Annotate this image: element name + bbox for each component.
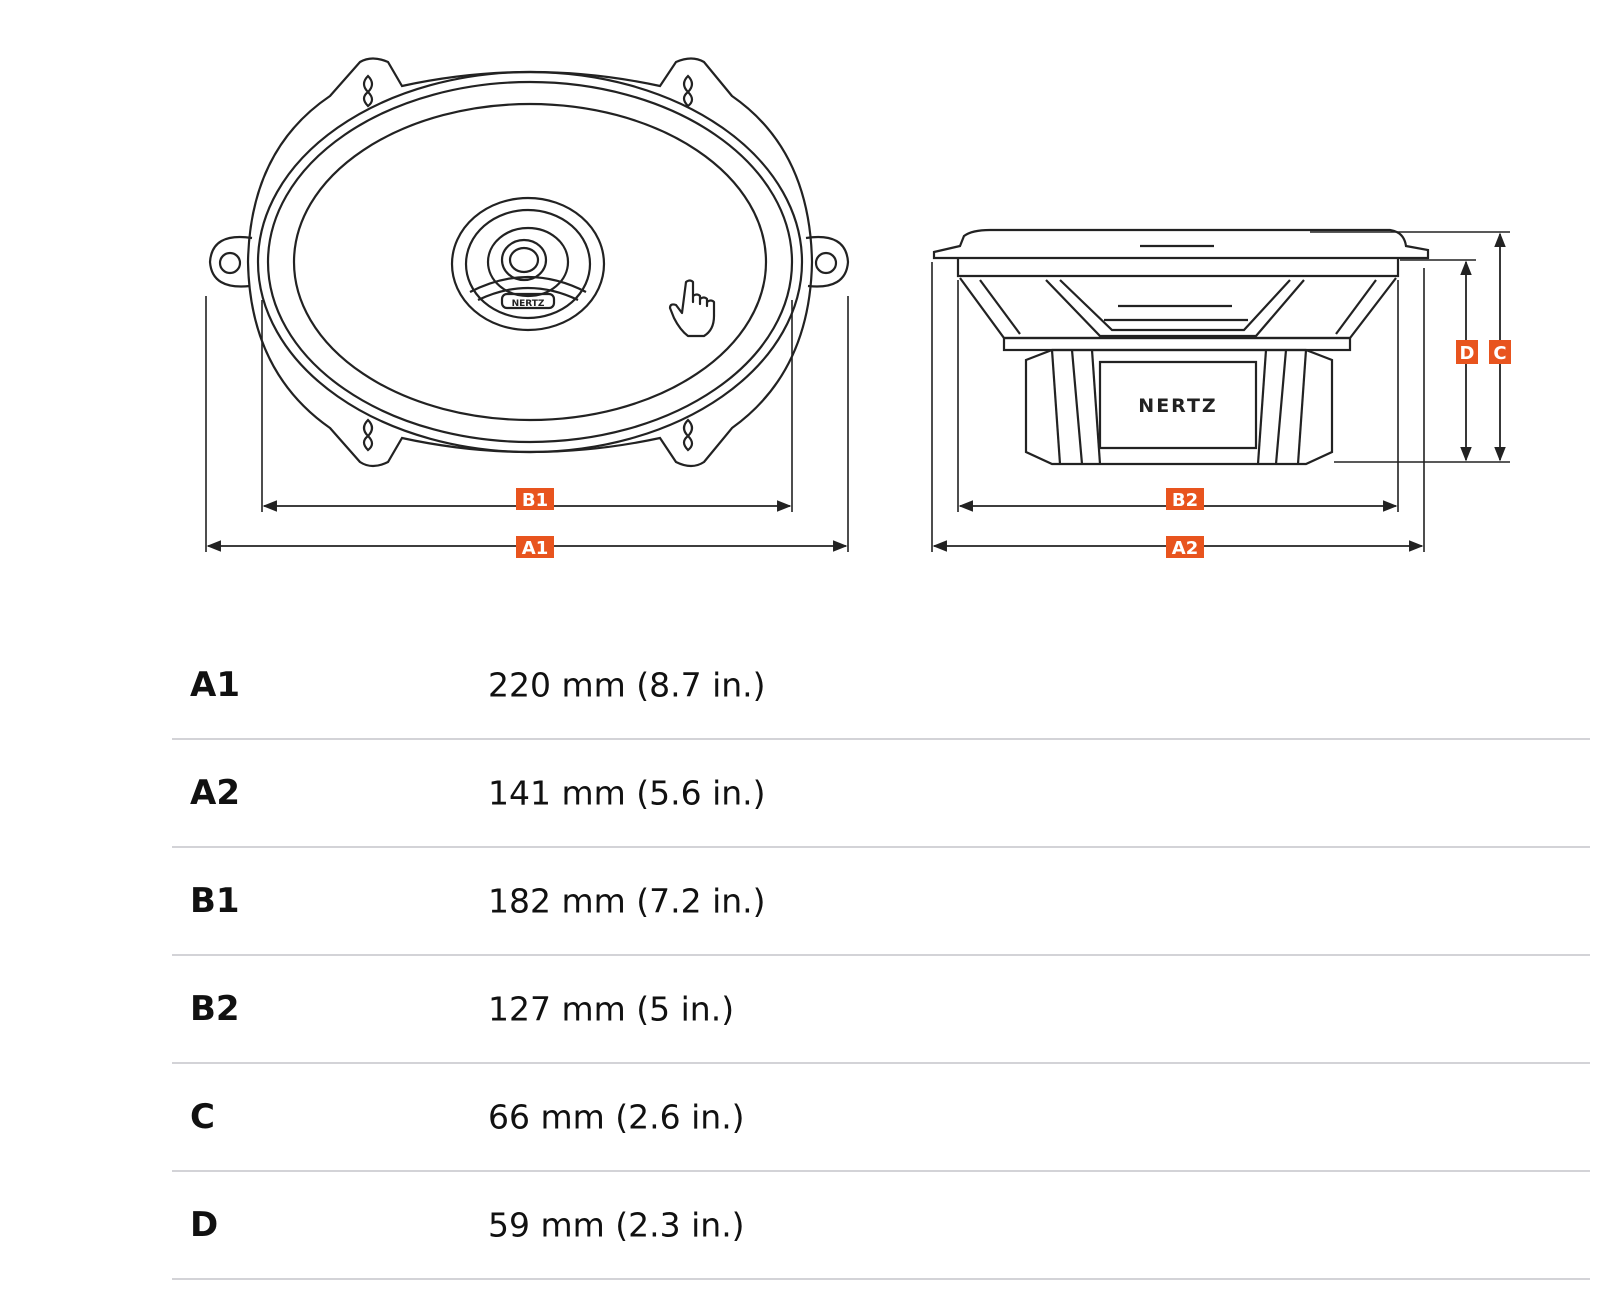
svg-text:A1: A1 xyxy=(522,538,548,559)
label-b1: B1 xyxy=(516,488,554,511)
front-view xyxy=(205,57,850,552)
svg-text:D: D xyxy=(1460,343,1475,364)
dimension-value: 141 mm (5.6 in.) xyxy=(488,773,766,813)
speaker-dimension-drawing: NERTZ B1 A1 xyxy=(205,57,1511,559)
label-b2: B2 xyxy=(1166,488,1204,511)
table-row: D 59 mm (2.3 in.) xyxy=(172,1172,1590,1280)
dimension-value: 127 mm (5 in.) xyxy=(488,989,735,1029)
hand-cursor-icon xyxy=(668,279,716,338)
svg-text:A2: A2 xyxy=(1172,538,1198,559)
dimension-key: A1 xyxy=(190,665,240,705)
dimension-value: 220 mm (8.7 in.) xyxy=(488,665,766,705)
label-d: D xyxy=(1456,340,1478,364)
label-c: C xyxy=(1489,340,1511,364)
dimension-value: 66 mm (2.6 in.) xyxy=(488,1097,745,1137)
dimension-key: A2 xyxy=(190,773,240,813)
svg-text:C: C xyxy=(1493,343,1506,364)
dimensions-table: A1 220 mm (8.7 in.) A2 141 mm (5.6 in.) … xyxy=(172,632,1590,1280)
dimension-key: B1 xyxy=(190,881,240,921)
tweeter-brand-mark: NERTZ xyxy=(512,299,545,309)
dimension-key: B2 xyxy=(190,989,240,1029)
dimension-key: C xyxy=(190,1097,215,1137)
table-row: B1 182 mm (7.2 in.) xyxy=(172,848,1590,956)
label-a1: A1 xyxy=(516,536,554,559)
table-row: A2 141 mm (5.6 in.) xyxy=(172,740,1590,848)
table-row: A1 220 mm (8.7 in.) xyxy=(172,632,1590,740)
side-view xyxy=(931,228,1510,552)
label-a2: A2 xyxy=(1166,536,1204,559)
svg-text:B2: B2 xyxy=(1172,490,1198,511)
dimension-value: 59 mm (2.3 in.) xyxy=(488,1205,745,1245)
table-row: C 66 mm (2.6 in.) xyxy=(172,1064,1590,1172)
dimension-value: 182 mm (7.2 in.) xyxy=(488,881,766,921)
dimension-key: D xyxy=(190,1205,219,1245)
svg-text:B1: B1 xyxy=(522,490,548,511)
table-row: B2 127 mm (5 in.) xyxy=(172,956,1590,1064)
magnet-brand-mark: NERTZ xyxy=(1138,395,1217,417)
